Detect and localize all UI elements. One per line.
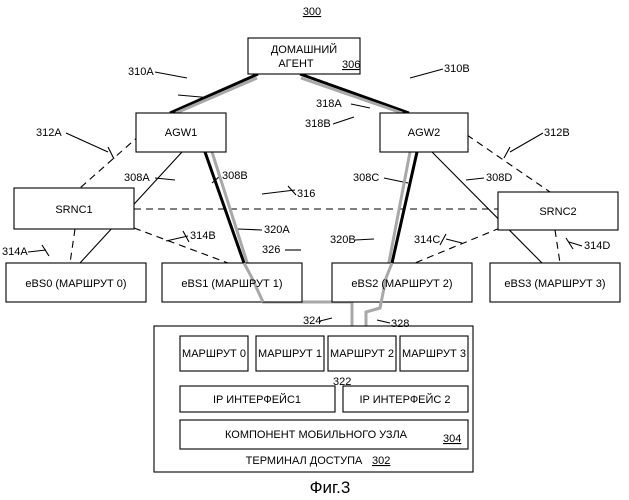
home-agent-line1: ДОМАШНИЙ: [271, 43, 337, 56]
home-agent-ref: 306: [342, 59, 360, 71]
access-terminal-ref: 302: [372, 455, 390, 467]
figure-number: 300: [303, 6, 321, 18]
srnc2-label: SRNC2: [539, 206, 576, 218]
ref-314B: 314B: [190, 230, 216, 242]
srnc1-label: SRNC1: [55, 204, 92, 216]
ref-308A: 308A: [124, 172, 150, 184]
ref-314D: 314D: [584, 240, 610, 252]
ref-312A: 312A: [36, 127, 62, 139]
ref-320A: 320A: [264, 224, 290, 236]
route1-label: МАРШРУТ 1: [258, 348, 322, 360]
route0-label: МАРШРУТ 0: [182, 348, 246, 360]
access-terminal-label: ТЕРМИНАЛ ДОСТУПА: [246, 455, 363, 467]
ref-308D: 308D: [486, 172, 512, 184]
ref-308B: 308B: [222, 170, 248, 182]
ebs1-label: eBS1 (МАРШРУТ 1): [181, 278, 282, 290]
agw2-label: AGW2: [408, 127, 440, 139]
home-agent-line2: АГЕНТ: [278, 58, 314, 70]
ref-310A: 310A: [128, 66, 154, 78]
ref-318A: 318A: [316, 98, 342, 110]
tunnel-ha-agw1: [170, 74, 258, 113]
ref-326: 326: [262, 244, 280, 256]
agw1-label: AGW1: [165, 127, 197, 139]
ref-328: 328: [391, 318, 409, 330]
route2-label: МАРШРУТ 2: [330, 348, 394, 360]
ref-314C: 314C: [414, 234, 440, 246]
ref-314A: 314A: [2, 246, 28, 258]
ref-312B: 312B: [544, 127, 570, 139]
tunnel-agw2-ebs2: [392, 152, 417, 263]
tunnel-agw1-ebs1: [205, 152, 244, 263]
ip-interface2-label: IP ИНТЕРФЕЙС 2: [359, 393, 450, 406]
mobile-node-component-label: КОМПОНЕНТ МОБИЛЬНОГО УЗЛА: [225, 429, 408, 441]
ref-324: 324: [303, 315, 321, 327]
ebs0-label: eBS0 (МАРШРУТ 0): [25, 278, 126, 290]
figure-caption: Фиг.3: [310, 478, 351, 497]
ebs2-label: eBS2 (МАРШРУТ 2): [351, 278, 452, 290]
ref-310B: 310B: [444, 63, 470, 75]
route3-label: МАРШРУТ 3: [402, 348, 466, 360]
ref-320B: 320B: [330, 234, 356, 246]
ebs3-label: eBS3 (МАРШРУТ 3): [504, 278, 605, 290]
ip-interface1-label: IP ИНТЕРФЕЙС1: [213, 393, 301, 406]
ref-318B: 318B: [305, 118, 331, 130]
ref-316: 316: [297, 188, 315, 200]
mobile-node-component-ref: 304: [443, 433, 461, 445]
ref-308C: 308C: [353, 172, 379, 184]
ref-322: 322: [333, 376, 351, 388]
link-srnc1-ebs0: [70, 229, 75, 263]
link-srnc2-ebs3: [555, 230, 560, 263]
